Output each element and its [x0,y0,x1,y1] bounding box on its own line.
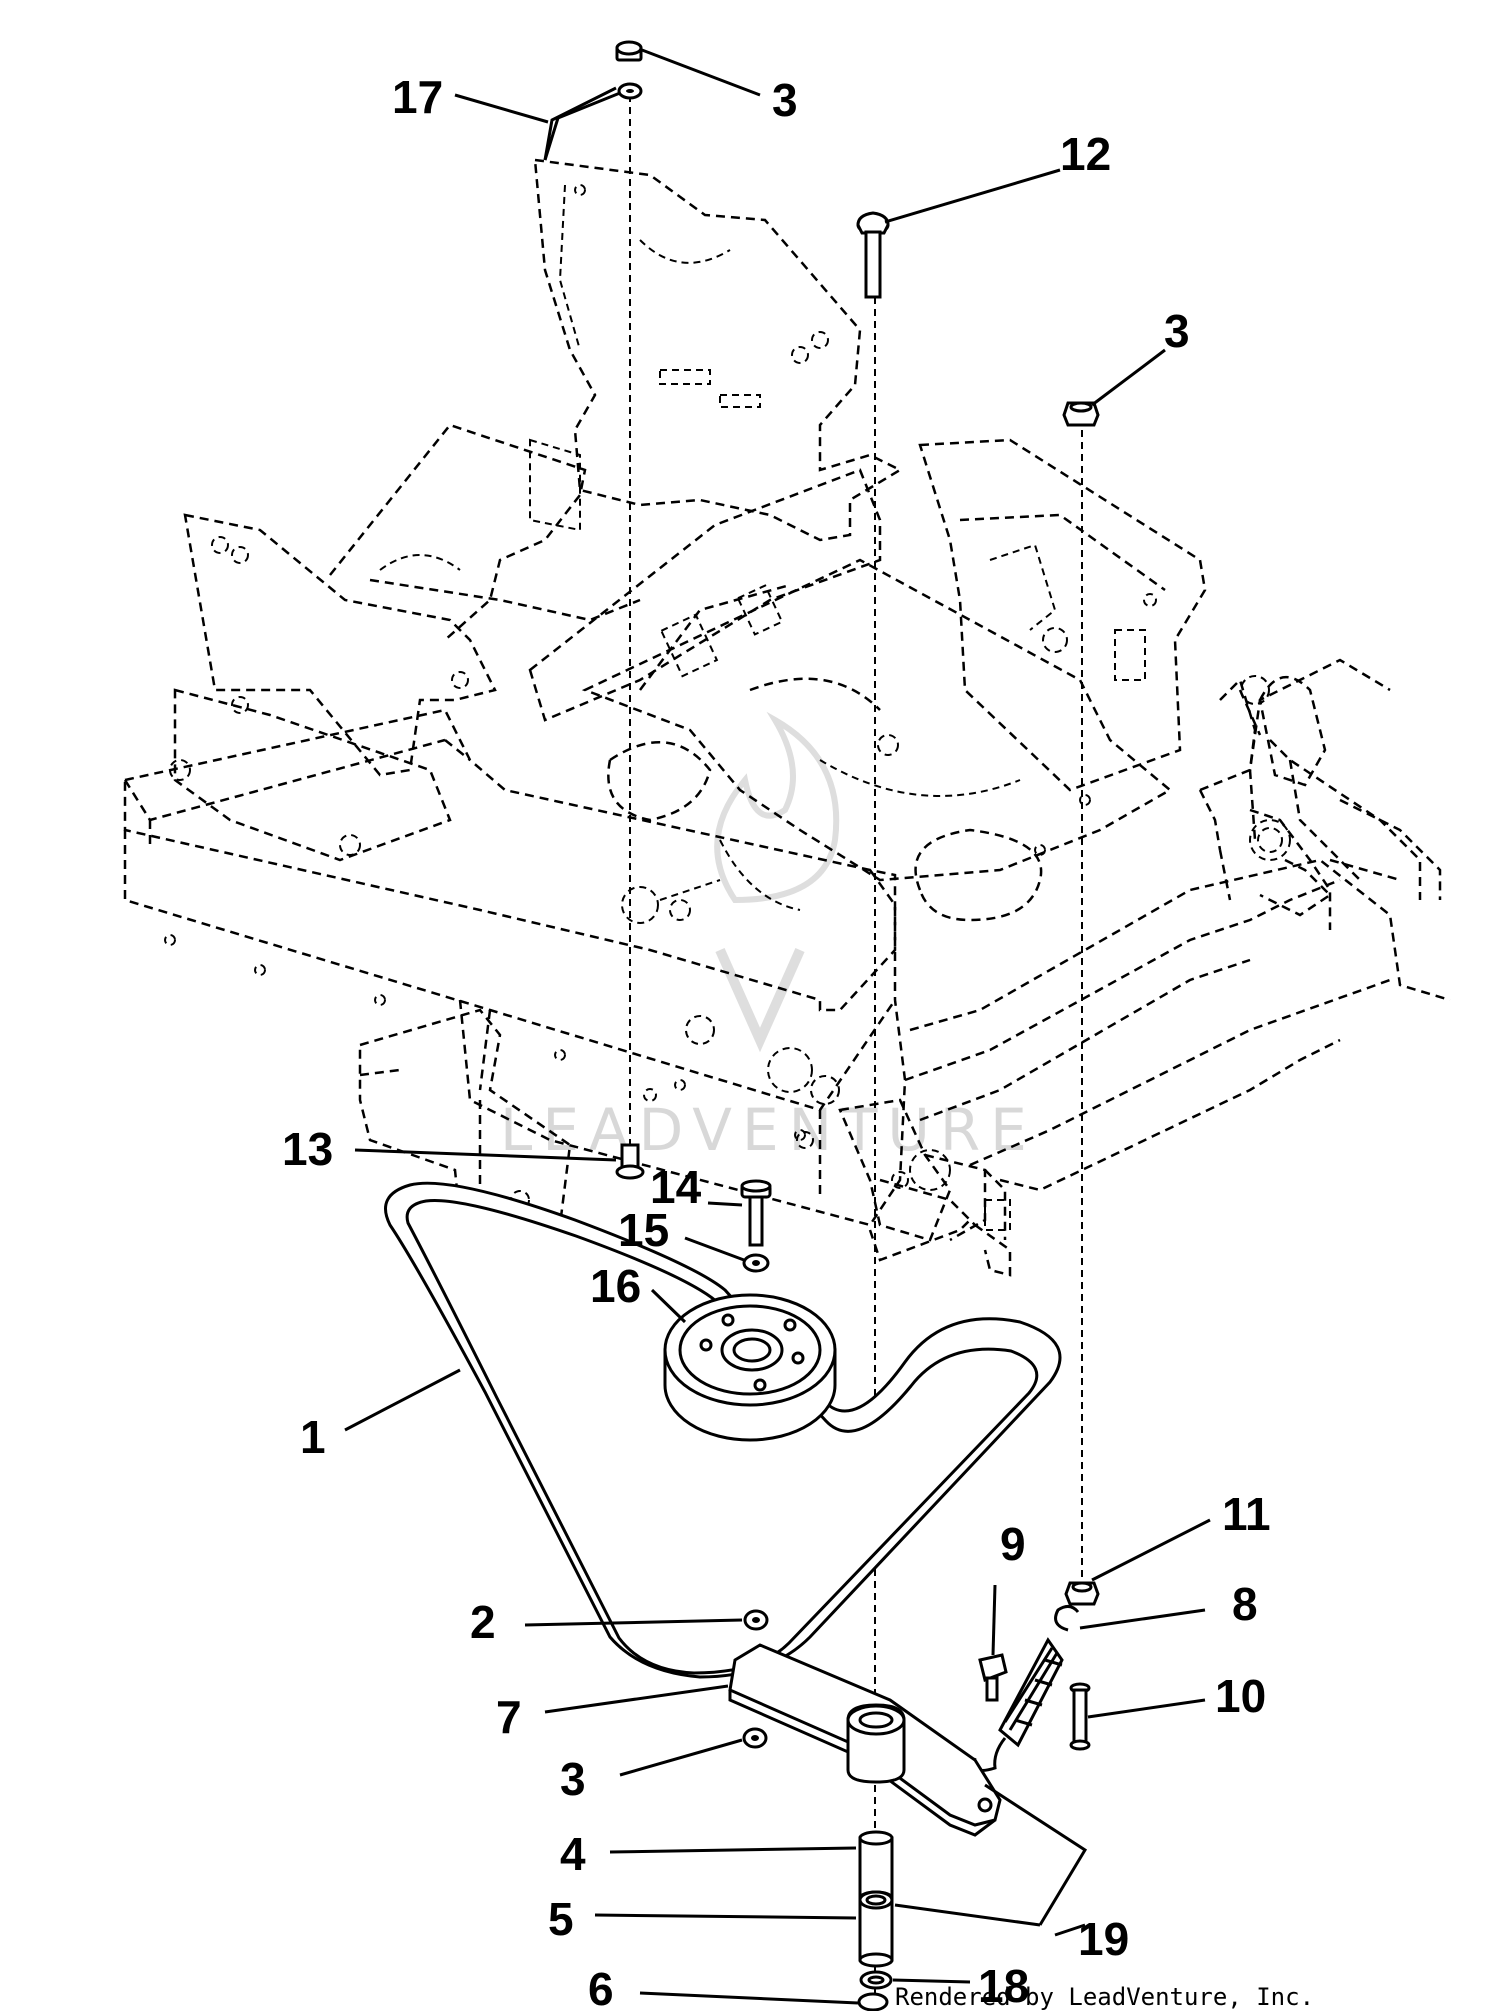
callout-3-lower: 3 [560,1753,586,1805]
part-12-bolt [856,211,890,299]
part-5-spacer [858,1890,894,1968]
callout-1: 1 [300,1411,326,1463]
callout-12: 12 [1060,128,1111,180]
callout-labels: 17 3 12 3 13 14 15 16 1 9 11 8 2 7 10 3 … [282,71,1271,2011]
callout-19: 19 [1078,1913,1129,1965]
callout-10: 10 [1215,1670,1266,1722]
assembly-axes [629,95,1083,2010]
callout-16: 16 [590,1260,641,1312]
leader-lines [344,48,1211,2005]
part-3-right-nut [1062,401,1100,427]
part-11-nut [1064,1581,1100,1606]
part-14-bolt [740,1179,772,1247]
callout-8: 8 [1232,1578,1258,1630]
watermark-text: LEADVENTURE [500,1096,1037,1164]
callout-13: 13 [282,1123,333,1175]
part-9-bolt [978,1653,1008,1702]
callout-3-top: 3 [772,74,798,126]
part-8-spring [972,1605,1080,1772]
callout-18: 18 [978,1960,1029,2011]
callout-17: 17 [392,71,443,123]
part-13-bolt [615,1143,645,1180]
part-2-nut [743,1609,769,1631]
part-15-washer [742,1253,770,1273]
part-6-nut [857,1992,889,2011]
part-18-washer [859,1970,893,1990]
render-credit: Rendered by LeadVenture, Inc. [895,1983,1314,2011]
part-10-pin [1069,1682,1091,1751]
callout-9: 9 [1000,1518,1026,1570]
part-17-rod [543,86,621,161]
watermark: LEADVENTURE [500,711,1037,1164]
callout-6: 6 [588,1963,614,2011]
callout-2: 2 [470,1596,496,1648]
callout-14: 14 [650,1161,702,1213]
frame-assembly [123,158,1451,1277]
callout-5: 5 [548,1893,574,1945]
callout-15: 15 [618,1204,669,1256]
callout-4: 4 [560,1828,586,1880]
part-7-idler-arm [728,1643,1002,1837]
part-3-lower-washer [742,1727,768,1749]
part-3-top-nut [615,40,643,100]
callout-7: 7 [496,1691,522,1743]
callout-11: 11 [1222,1488,1271,1540]
part-16-pulley [663,1293,837,1442]
callout-3-right: 3 [1164,305,1190,357]
